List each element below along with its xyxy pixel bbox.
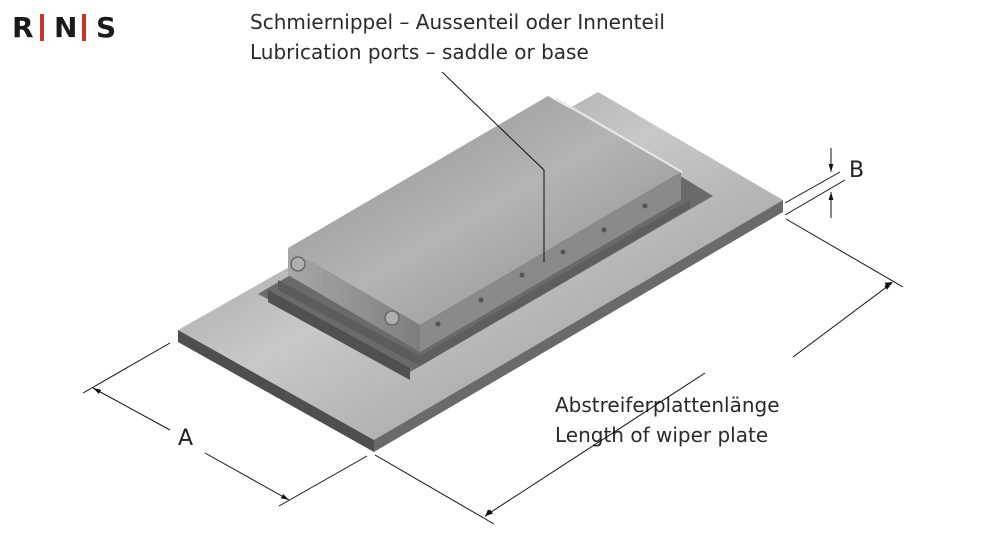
rinis-logo: R N S — [12, 10, 117, 44]
dimension-b — [784, 148, 846, 218]
screw-icon — [290, 256, 306, 272]
lubrication-callout: Schmiernippel – Aussenteil oder Innentei… — [250, 7, 665, 67]
lubrication-callout-en: Lubrication ports – saddle or base — [250, 40, 589, 64]
lubrication-ports — [435, 203, 648, 327]
logo-letter-s: S — [96, 10, 117, 44]
logo-letter-n: N — [54, 10, 78, 44]
dimension-length — [374, 218, 904, 525]
saddle-block — [278, 96, 690, 366]
dimension-a-label: A — [178, 426, 194, 451]
dimension-b-label: B — [849, 158, 865, 183]
length-callout-en: Length of wiper plate — [555, 423, 769, 447]
dimension-a — [82, 342, 368, 507]
logo-accent-bar — [40, 13, 44, 41]
lubrication-leader-line — [441, 71, 545, 262]
logo-accent-bar — [82, 13, 86, 41]
screw-icon — [384, 310, 400, 326]
lubrication-callout-de: Schmiernippel – Aussenteil oder Innentei… — [250, 10, 665, 34]
logo-letter-r: R — [12, 10, 34, 44]
